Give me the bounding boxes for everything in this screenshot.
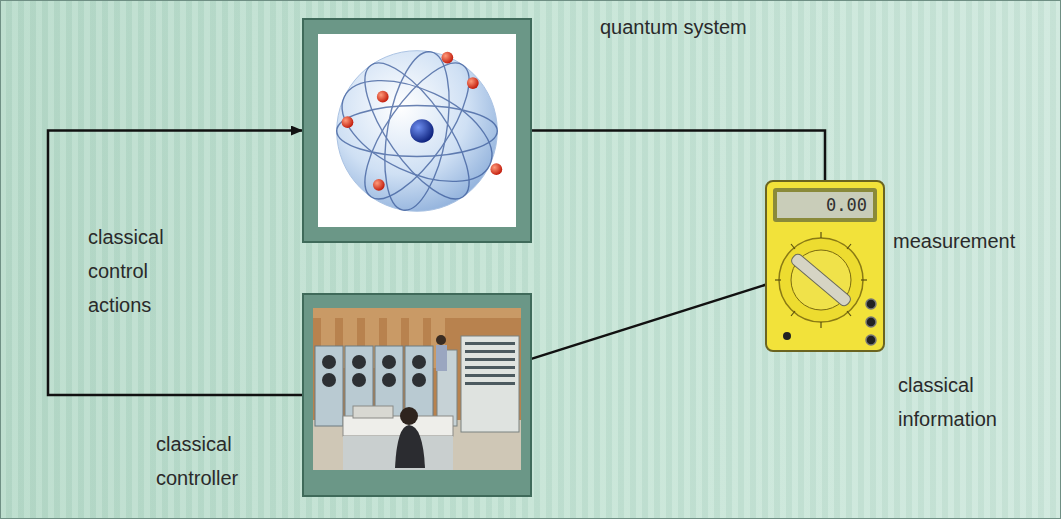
- classical-controller-box: classical controller: [302, 293, 532, 497]
- node-heading: quantum system: [600, 10, 780, 44]
- edge-label: classical control actions: [88, 220, 200, 322]
- multimeter: 0.00measurement: [765, 180, 885, 352]
- node-heading: classical controller: [156, 427, 260, 495]
- meter-display: 0.00: [777, 192, 873, 218]
- quantum-system-box: quantum system: [302, 18, 532, 243]
- edge-label: classical information: [898, 368, 1022, 436]
- node-heading: measurement: [893, 224, 1043, 258]
- connector-arrow: [48, 131, 302, 396]
- computer-room-photo: [313, 308, 521, 470]
- atom-illustration: [320, 36, 514, 225]
- connector-arrow: [532, 131, 825, 181]
